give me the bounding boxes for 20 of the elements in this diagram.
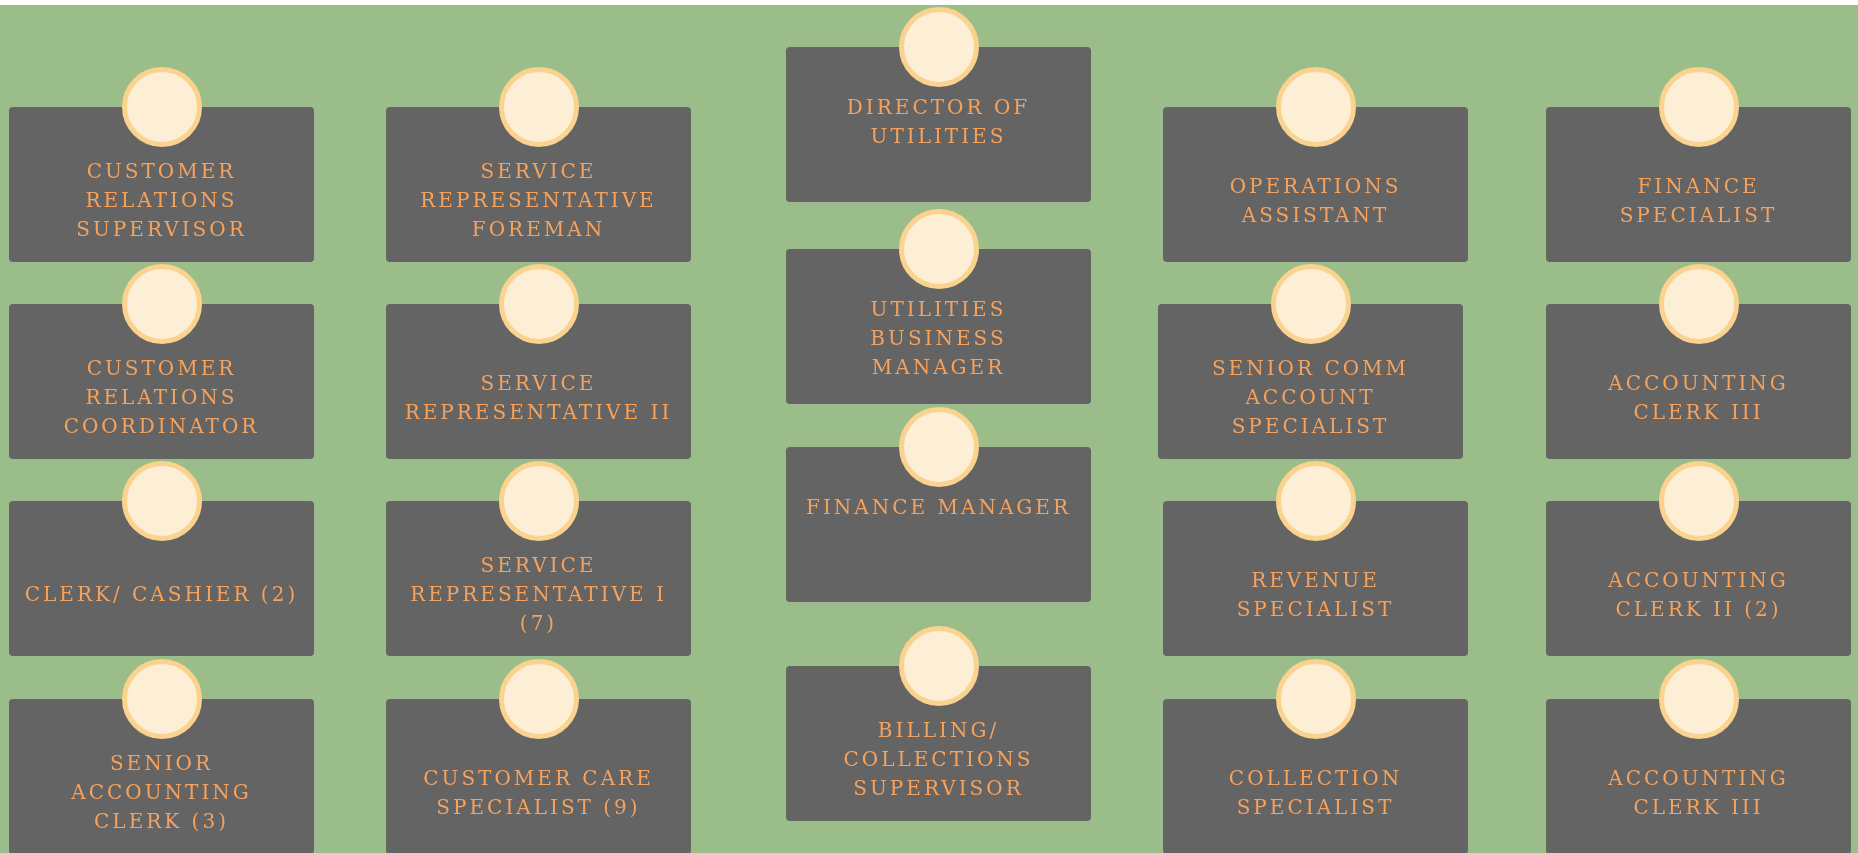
job-title: DIRECTOR OF UTILITIES — [845, 94, 1032, 150]
job-title: ACCOUNTING CLERK II (2) — [1607, 566, 1790, 623]
job-title: UTILITIES BUSINESS MANAGER — [869, 296, 1008, 381]
job-title: FINANCE MANAGER — [806, 494, 1071, 521]
job-title: OPERATIONS ASSISTANT — [1228, 172, 1403, 229]
job-title: CUSTOMER RELATIONS SUPERVISOR — [75, 158, 248, 243]
job-title: CLERK/ CASHIER (2) — [24, 581, 299, 608]
job-title: SERVICE REPRESENTATIVE I (7) — [409, 552, 668, 637]
job-title: SERVICE REPRESENTATIVE FOREMAN — [419, 158, 658, 243]
job-title: FINANCE SPECIALIST — [1618, 172, 1779, 229]
job-title: ACCOUNTING CLERK III — [1607, 369, 1790, 426]
job-title: BILLING/ COLLECTIONS SUPERVISOR — [842, 717, 1035, 802]
job-title: CUSTOMER CARE SPECIALIST (9) — [422, 764, 655, 821]
job-title: ACCOUNTING CLERK III — [1607, 764, 1790, 821]
job-title: REVENUE SPECIALIST — [1235, 566, 1396, 623]
job-title: SENIOR COMM ACCOUNT SPECIALIST — [1210, 355, 1411, 440]
job-title: COLLECTION SPECIALIST — [1227, 764, 1404, 821]
job-title: SERVICE REPRESENTATIVE II — [403, 369, 674, 426]
job-title: SENIOR ACCOUNTING CLERK (3) — [70, 750, 253, 835]
job-title: CUSTOMER RELATIONS COORDINATOR — [62, 355, 261, 440]
